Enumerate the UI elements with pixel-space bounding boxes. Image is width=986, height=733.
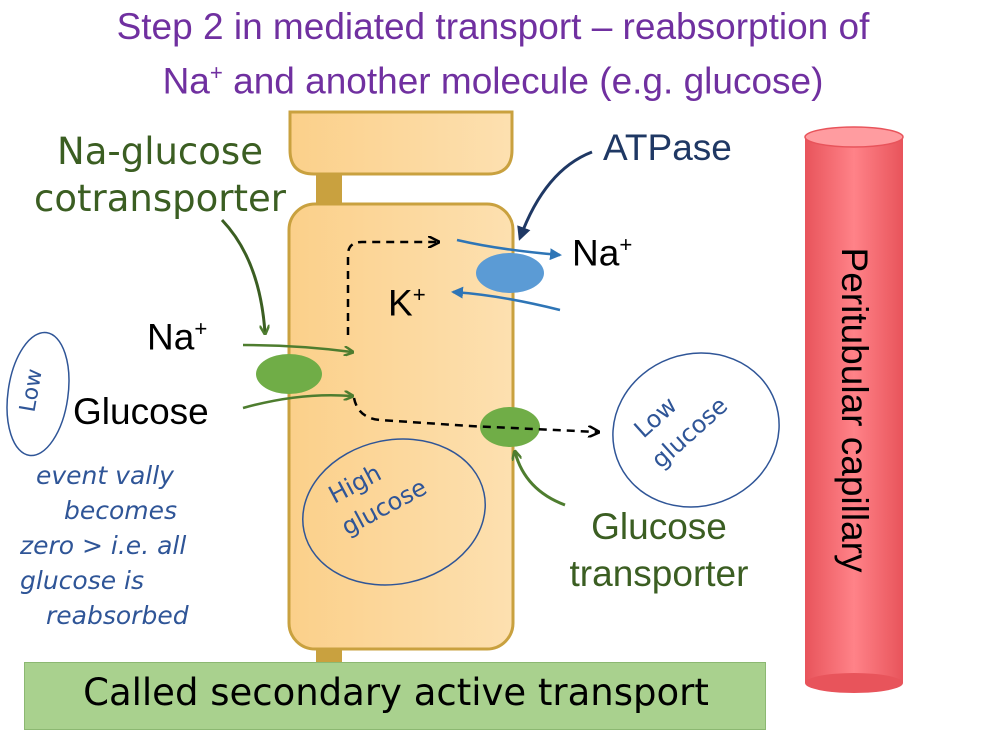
high-glucose-circle — [302, 438, 486, 586]
na-right-charge: + — [619, 232, 633, 257]
title-line-2: Na+ and another molecule (e.g. glucose) — [0, 50, 986, 104]
na-right-text: Na — [572, 232, 620, 274]
na-right-label: Na+ — [572, 232, 632, 274]
k-charge: + — [412, 282, 426, 307]
na-left-label: Na+ — [147, 316, 207, 358]
glucose-path-arrow — [352, 397, 598, 432]
k-text: K — [388, 282, 413, 324]
title-na: Na — [162, 60, 210, 102]
cotransporter-label: Na-glucose cotransporter — [10, 128, 310, 222]
title-line-1: Step 2 in mediated transport – reabsorpt… — [116, 6, 870, 47]
low-circle-left — [6, 331, 70, 457]
cotransporter-label-line2: cotransporter — [34, 177, 286, 220]
atpase-pump — [476, 253, 544, 293]
cotransporter-protein — [256, 354, 322, 394]
capillary-label: Peritubular capillary — [834, 247, 875, 573]
glucose-entry-arrow — [242, 395, 352, 410]
peritubular-capillary — [804, 126, 904, 693]
na-entry-arrow — [242, 343, 352, 352]
eventually-note: event vally becomes zero > i.e. all gluc… — [20, 458, 189, 633]
title-rest: and another molecule (e.g. glucose) — [222, 60, 824, 102]
note-line5: reabsorbed — [46, 601, 189, 630]
title-na-charge: + — [209, 60, 223, 85]
k-label: K+ — [388, 282, 426, 324]
summary-banner: Called secondary active transport — [24, 662, 766, 730]
glucose-transporter-protein — [480, 407, 540, 447]
note-line2: becomes — [64, 496, 178, 525]
na-path-arrow — [346, 242, 438, 335]
glucose-transporter-label: Glucose transporter — [550, 503, 768, 597]
na-out-arrow — [456, 238, 562, 261]
note-line3: zero > i.e. all — [20, 531, 187, 560]
atpase-label: ATPase — [603, 127, 732, 168]
glucose-transporter-label-line2: transporter — [569, 553, 749, 594]
glucose-transporter-label-line1: Glucose — [591, 506, 727, 547]
na-left-charge: + — [194, 316, 208, 341]
k-in-arrow — [451, 286, 561, 312]
banner-text: Called secondary active transport — [83, 671, 709, 714]
upper-cell — [288, 110, 514, 176]
cotransporter-pointer — [220, 218, 265, 333]
atpase-pointer — [517, 150, 593, 241]
glucose-transporter-pointer — [515, 452, 566, 507]
note-line1: event vally — [36, 461, 174, 490]
note-line4: glucose is — [20, 566, 145, 595]
low-glucose-circle — [612, 352, 780, 508]
glucose-label: Glucose — [73, 391, 209, 432]
na-left-text: Na — [147, 316, 195, 358]
cotransporter-label-line1: Na-glucose — [57, 130, 263, 173]
